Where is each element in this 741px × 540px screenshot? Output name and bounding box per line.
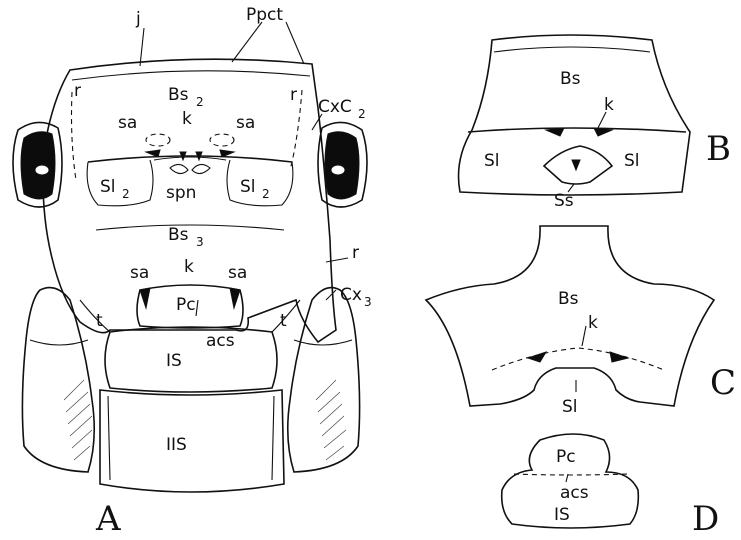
label-t-left: t: [96, 311, 103, 331]
label-cx3-sub: 3: [364, 295, 372, 309]
label-k-c: k: [588, 313, 598, 333]
label-iis: IIS: [166, 435, 187, 455]
label-j: j: [135, 9, 141, 29]
label-bs2-sub: 2: [196, 95, 204, 109]
label-sl-b-right: Sl: [624, 151, 640, 171]
label-r-mid: r: [352, 243, 359, 263]
label-r-right: r: [290, 85, 297, 105]
label-t-right: t: [280, 311, 287, 331]
panel-label-d: D: [692, 499, 719, 539]
label-sa-left: sa: [118, 113, 137, 133]
label-k-b: k: [604, 95, 614, 115]
label-bs3: Bs: [168, 225, 189, 245]
label-cx3: Cx: [340, 285, 362, 305]
label-k-a3: k: [184, 257, 194, 277]
label-bs-c: Bs: [558, 289, 579, 309]
label-acs-d: acs: [560, 483, 589, 503]
label-acs-a: acs: [206, 331, 235, 351]
panel-label-c: C: [710, 363, 736, 403]
label-ss-b: Ss: [554, 191, 574, 211]
label-sa-right: sa: [236, 113, 255, 133]
label-is-a: IS: [166, 351, 182, 371]
label-bs2: Bs: [168, 85, 189, 105]
label-sa-a3-right: sa: [228, 263, 247, 283]
label-cxc2: CxC: [318, 97, 352, 117]
label-k-a: k: [182, 109, 192, 129]
panel-c-drawing: [426, 226, 714, 406]
label-sl2-right-sub: 2: [262, 187, 270, 201]
label-pc-a: Pc: [176, 295, 196, 315]
label-ppct: Ppct: [246, 5, 283, 25]
label-sl2-right: Sl: [240, 177, 256, 197]
label-spn: spn: [166, 183, 196, 203]
label-r-left: r: [74, 81, 81, 101]
label-sl-c: Sl: [562, 397, 578, 417]
panel-b-drawing: [459, 35, 691, 195]
panel-label-b: B: [706, 129, 731, 169]
label-pc-d: Pc: [556, 447, 576, 467]
label-bs3-sub: 3: [196, 235, 204, 249]
panel-label-a: A: [95, 499, 121, 539]
label-bs-b: Bs: [560, 69, 581, 89]
label-sl2-left: Sl: [100, 177, 116, 197]
label-sa-a3-left: sa: [130, 263, 149, 283]
label-sl-b-left: Sl: [484, 151, 500, 171]
label-cxc2-sub: 2: [358, 107, 366, 121]
label-is-d: IS: [554, 505, 570, 525]
label-sl2-left-sub: 2: [122, 187, 130, 201]
